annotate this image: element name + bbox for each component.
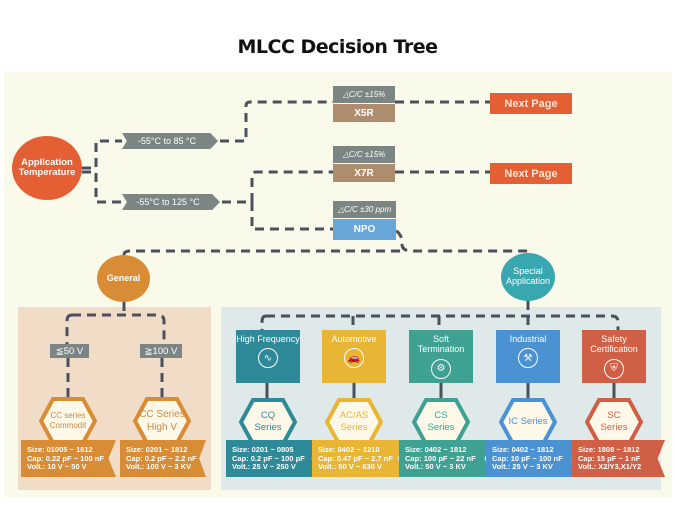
- x5r-tolerance: △C/C ±15%: [333, 86, 395, 103]
- spec-size: Size: 0402 ~ 1210: [318, 445, 380, 454]
- robot-arm-icon: ⚒: [518, 348, 538, 369]
- series-hex: CQ Series: [239, 398, 297, 446]
- category-soft-termination[interactable]: Soft Termination ⚙: [409, 330, 473, 383]
- car-icon: 🚗: [344, 348, 364, 369]
- x5r-next-page-button[interactable]: Next Page: [490, 93, 572, 114]
- page-title: MLCC Decision Tree: [237, 36, 438, 58]
- voltage-high-tag: ≧100 V: [140, 344, 182, 358]
- general-series-hex: CC series Commodit: [39, 397, 97, 445]
- series-name: AC/AS Series: [339, 409, 369, 433]
- spec-cap: Cap: 0.2 pF ~ 100 pF: [232, 453, 305, 463]
- spec-volt: Volt.: 100 V ~ 3 KV: [126, 462, 192, 472]
- spec-volt: Volt.: 50 V ~ 630 V: [318, 462, 382, 472]
- x5r-label: X5R: [333, 104, 395, 122]
- series-name: CC series Commodit: [49, 410, 87, 430]
- category-high-frequency[interactable]: High Frequency ∿: [236, 330, 300, 383]
- spec-cap: Cap: 10 pF ~ 100 nF: [492, 453, 563, 463]
- spec-size: Size: 0201 ~ 1812: [126, 445, 188, 454]
- npo-label: NPO: [333, 219, 396, 240]
- temp-range-85-tag: -55°C to 85 °C: [122, 133, 218, 149]
- series-name: CS Series: [427, 409, 455, 433]
- spec-cap: Cap: 0.22 pF ~ 100 nF: [27, 453, 104, 463]
- shield-hands-icon: ⛨: [604, 358, 624, 379]
- x7r-next-page-button[interactable]: Next Page: [490, 163, 572, 184]
- temp-range-125-tag: -55°C to 125 °C: [122, 194, 220, 210]
- category-label: Safety Certification: [590, 334, 638, 355]
- series-name: CC Series High V: [139, 409, 185, 433]
- category-label: Soft Termination: [417, 334, 465, 355]
- series-name: IC Series: [508, 415, 548, 427]
- x7r-label: X7R: [333, 164, 395, 182]
- spec-cap: Cap: 0.47 pF ~ 2.7 nF: [318, 453, 393, 463]
- spec-cap: Cap: 15 pF ~ 1 nF: [578, 453, 641, 463]
- general-node: General: [97, 255, 150, 302]
- series-hex: IC Series: [499, 398, 557, 446]
- category-label: Automotive: [331, 334, 377, 344]
- spec-volt: Volt.: 25 V ~ 250 V: [232, 462, 296, 472]
- spec-size: Size: 0402 ~ 1812: [405, 445, 467, 454]
- spec-cap: Cap: 100 pF ~ 22 nF: [405, 453, 476, 463]
- category-label: Industrial: [509, 334, 547, 344]
- npo-tolerance: △C/C ±30 ppm: [333, 201, 396, 218]
- spec-volt: Volt.: X2/Y3,X1/Y2: [578, 462, 642, 472]
- spec-size: Size: 01005 ~ 1812: [27, 445, 93, 454]
- spec-cap: Cap: 0.2 pF ~ 2.2 nF: [126, 453, 197, 463]
- series-hex: AC/AS Series: [325, 398, 383, 446]
- spec-size: Size: 0201 ~ 0805: [232, 445, 294, 454]
- x7r-tolerance: △C/C ±15%: [333, 146, 395, 163]
- sine-wave-icon: ∿: [258, 348, 278, 369]
- general-series-hex: CC Series High V: [133, 397, 191, 445]
- series-hex: SC Series: [585, 398, 643, 446]
- special-application-node: Special Application: [501, 253, 555, 301]
- category-industrial[interactable]: Industrial ⚒: [496, 330, 560, 383]
- components-icon: ⚙: [431, 358, 451, 379]
- series-name: CQ Series: [254, 409, 282, 433]
- spec-volt: Volt.: 25 V ~ 3 KV: [492, 462, 553, 472]
- voltage-low-tag: ≦50 V: [50, 344, 89, 358]
- spec-size: Size: 1808 ~ 1812: [578, 445, 640, 454]
- category-safety-certification[interactable]: Safety Certification ⛨: [582, 330, 646, 383]
- category-automotive[interactable]: Automotive 🚗: [322, 330, 386, 383]
- spec-volt: Volt.: 50 V ~ 3 KV: [405, 462, 466, 472]
- application-temperature-node: Application Temperature: [12, 136, 82, 200]
- spec-volt: Volt.: 10 V ~ 50 V: [27, 462, 87, 472]
- spec-size: Size: 0402 ~ 1812: [492, 445, 554, 454]
- category-label: High Frequency: [236, 334, 300, 344]
- series-hex: CS Series: [412, 398, 470, 446]
- series-name: SC Series: [600, 409, 628, 433]
